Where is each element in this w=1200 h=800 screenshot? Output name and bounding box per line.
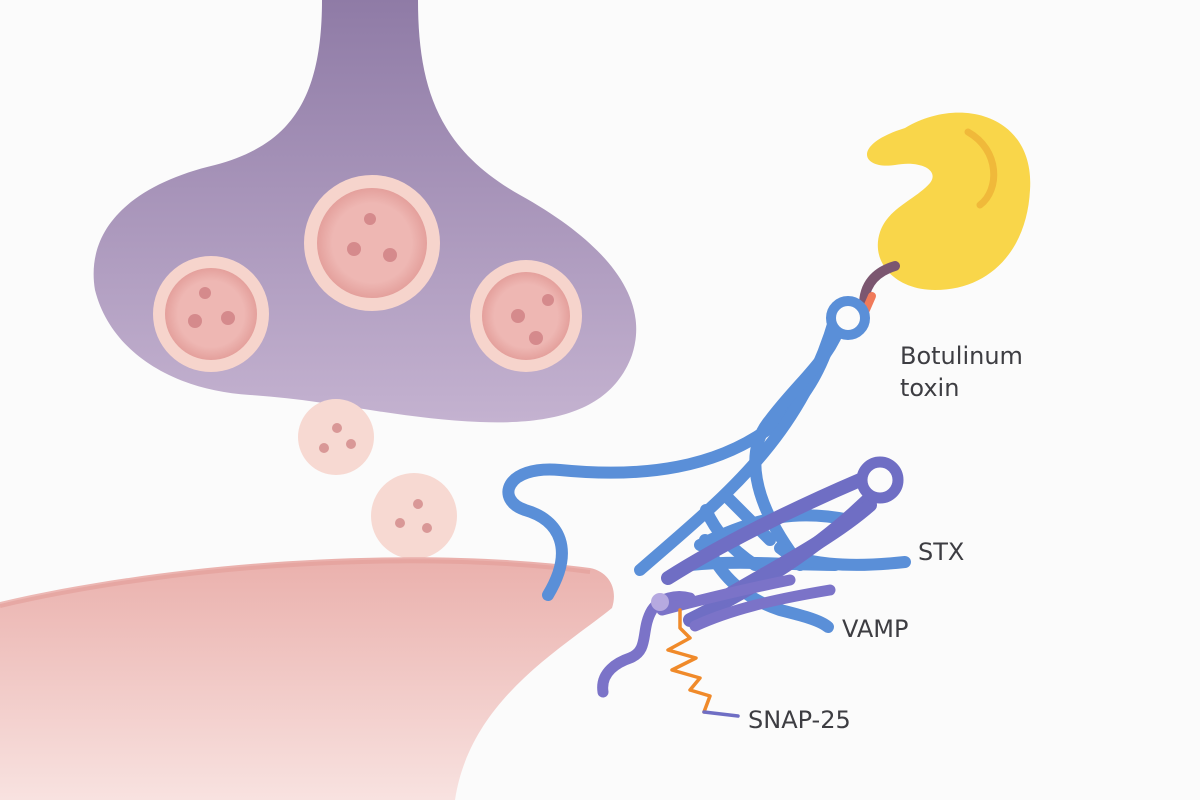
- label-vamp: VAMP: [842, 615, 909, 643]
- membrane-edge: [0, 559, 591, 608]
- label-snap-25: SNAP-25: [748, 706, 851, 734]
- vesicle-released-upper: [298, 399, 374, 475]
- stx-protein: [502, 304, 911, 633]
- toxin-highlight: [964, 128, 998, 209]
- toxin-linker: [859, 261, 900, 310]
- vamp-loop: [856, 456, 904, 504]
- label-botulinum-line2: toxin: [900, 374, 960, 402]
- vesicle-right: [470, 260, 582, 372]
- vesicle-center: [304, 175, 440, 311]
- snap25-anchor: [651, 593, 669, 611]
- label-botulinum-toxin: Botulinum toxin: [900, 340, 1023, 404]
- label-stx: STX: [918, 538, 965, 566]
- label-botulinum-line1: Botulinum: [900, 342, 1023, 370]
- vesicle-left: [153, 256, 269, 372]
- postsynaptic-membrane: [0, 557, 614, 800]
- vesicle-released-lower: [371, 473, 457, 559]
- snap25-protein: [597, 574, 836, 698]
- cleavage-site: [666, 608, 712, 714]
- stx-loop: [826, 296, 870, 340]
- cleavage-tail: [702, 710, 740, 718]
